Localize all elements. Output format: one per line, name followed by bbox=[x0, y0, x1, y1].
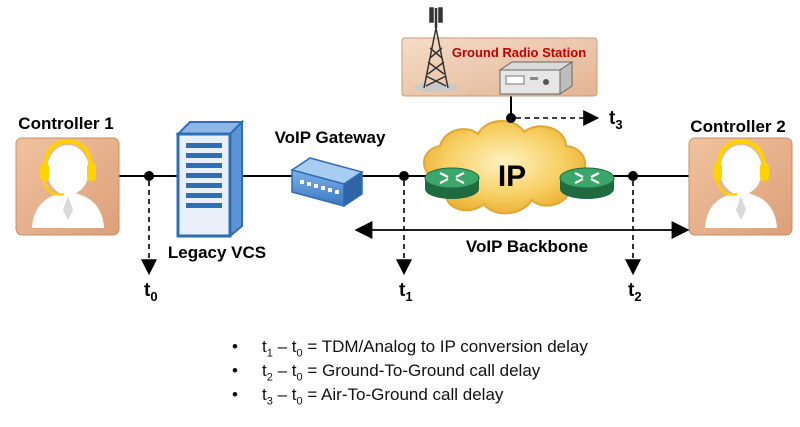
legend-bullet: • bbox=[232, 385, 238, 404]
legend-bullet: • bbox=[232, 337, 238, 356]
router-right-icon bbox=[559, 167, 615, 199]
controller-2-avatar-icon bbox=[705, 138, 777, 228]
t2-point bbox=[628, 171, 638, 181]
controller-2-label: Controller 2 bbox=[690, 117, 785, 136]
t0-point bbox=[144, 171, 154, 181]
ip-label: IP bbox=[498, 160, 526, 193]
voip-gateway-icon bbox=[290, 157, 364, 208]
t2-label: t2 bbox=[628, 280, 642, 304]
controller-1-avatar-icon bbox=[32, 138, 104, 228]
t0-label: t0 bbox=[144, 280, 158, 304]
controller-2 bbox=[688, 137, 793, 236]
ground-radio-station-label: Ground Radio Station bbox=[452, 45, 586, 60]
legend-item-text: = Air-To-Ground call delay bbox=[302, 385, 504, 404]
voip-backbone-label: VoIP Backbone bbox=[466, 237, 588, 256]
legacy-vcs-server-icon bbox=[175, 119, 245, 239]
legend-item: •t1 – t0 = TDM/Analog to IP conversion d… bbox=[232, 337, 588, 360]
t1-label: t1 bbox=[399, 280, 413, 304]
router-left-icon bbox=[424, 167, 480, 199]
legend-item: •t2 – t0 = Ground-To-Ground call delay bbox=[232, 361, 541, 384]
t3-label: t3 bbox=[609, 108, 623, 132]
legacy-vcs-label: Legacy VCS bbox=[168, 243, 266, 262]
legend-bullet: • bbox=[232, 361, 238, 380]
antenna-tower-icon bbox=[423, 7, 449, 89]
legend-item: •t3 – t0 = Air-To-Ground call delay bbox=[232, 385, 504, 408]
delay-legend: •t1 – t0 = TDM/Analog to IP conversion d… bbox=[232, 335, 752, 407]
t1-point bbox=[399, 171, 409, 181]
legend-item-text: = TDM/Analog to IP conversion delay bbox=[302, 337, 588, 356]
t3-point bbox=[506, 113, 516, 123]
radio-equipment-icon bbox=[498, 61, 574, 95]
legend-item-text: = Ground-To-Ground call delay bbox=[302, 361, 541, 380]
controller-1-label: Controller 1 bbox=[18, 114, 113, 133]
voip-gateway-label: VoIP Gateway bbox=[275, 128, 386, 147]
controller-1 bbox=[15, 137, 120, 236]
